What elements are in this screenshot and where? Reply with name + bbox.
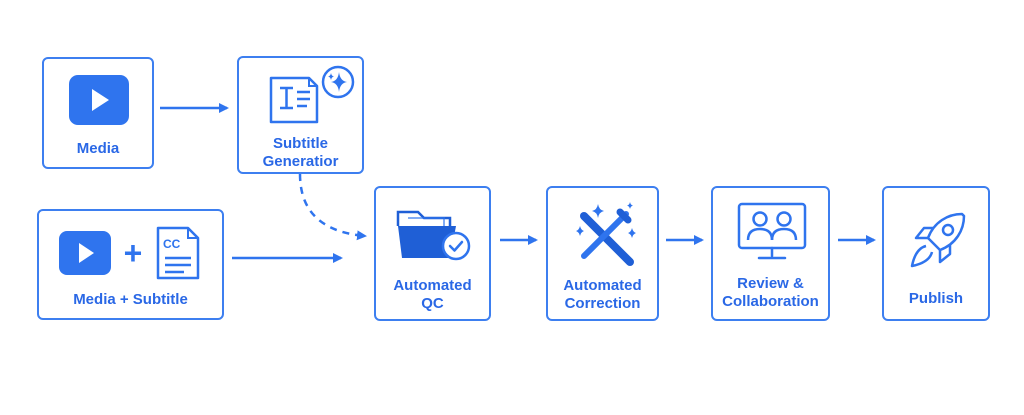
play-icon — [69, 75, 129, 125]
node-automated-qc-label: Automated QC — [393, 277, 472, 312]
node-review-collaboration-label: Review & Collaboration — [722, 275, 819, 310]
node-media-subtitle-label: Media + Subtitle — [73, 291, 188, 308]
document-sparkle-icon — [269, 65, 355, 124]
node-subtitle-generator-label: Subtitle Generatior — [262, 135, 339, 170]
node-subtitle-generator: Subtitle Generatior — [237, 56, 364, 174]
node-media: Media — [42, 57, 154, 169]
node-automated-correction: Automated Correction — [546, 186, 659, 321]
node-automated-correction-label: Automated Correction — [563, 277, 642, 312]
node-automated-qc: Automated QC — [374, 186, 491, 321]
folder-check-icon — [396, 210, 471, 261]
rocket-icon — [910, 212, 966, 268]
node-publish: Publish — [882, 186, 990, 321]
node-media-label: Media — [76, 140, 120, 157]
cc-badge: CC — [163, 237, 181, 251]
node-review-collaboration: Review & Collaboration — [711, 186, 830, 321]
monitor-users-icon — [737, 202, 807, 260]
arrow-generator-to-qc-dashed — [298, 173, 367, 241]
magic-wand-icon — [576, 202, 636, 266]
node-publish-label: Publish — [908, 290, 964, 307]
cc-document-icon — [156, 226, 200, 280]
plus-operator: + — [123, 235, 143, 271]
node-media-subtitle: + CC Media + Subtitle — [37, 209, 224, 320]
play-icon — [59, 231, 111, 275]
